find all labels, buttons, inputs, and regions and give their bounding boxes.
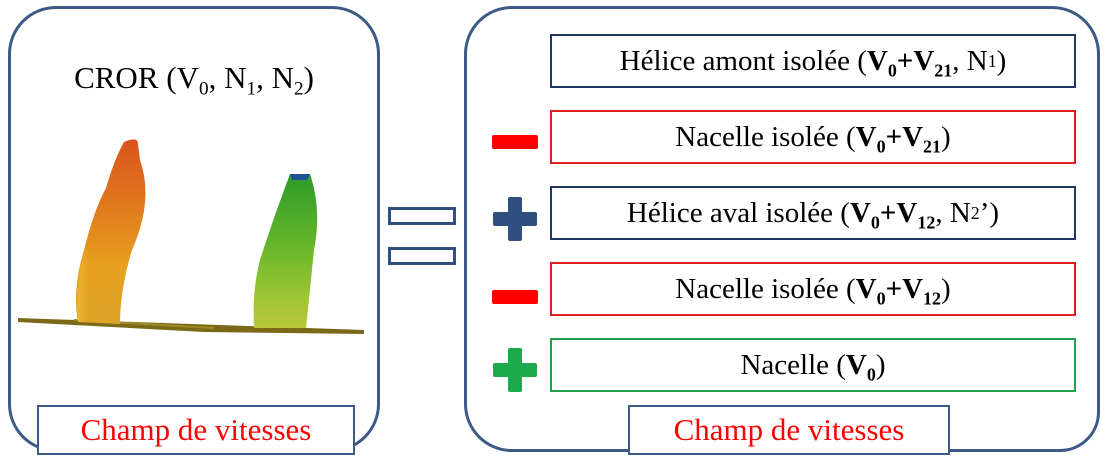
front-blade — [76, 139, 146, 324]
equals-sign-bottom — [388, 247, 456, 265]
plus-operator-green — [493, 348, 537, 392]
cror-title: CROR (V0, N1, N2) — [74, 60, 314, 100]
minus-operator-2 — [492, 290, 538, 304]
left-footer-label: Champ de vitesses — [37, 405, 355, 455]
equals-sign-top — [388, 207, 456, 225]
cror-blades-illustration — [18, 139, 364, 334]
rear-blade — [253, 174, 318, 328]
cror-panel — [8, 6, 380, 452]
minus-operator-1 — [492, 135, 538, 149]
plus-operator-blue — [493, 197, 537, 241]
right-footer-label: Champ de vitesses — [628, 405, 950, 455]
